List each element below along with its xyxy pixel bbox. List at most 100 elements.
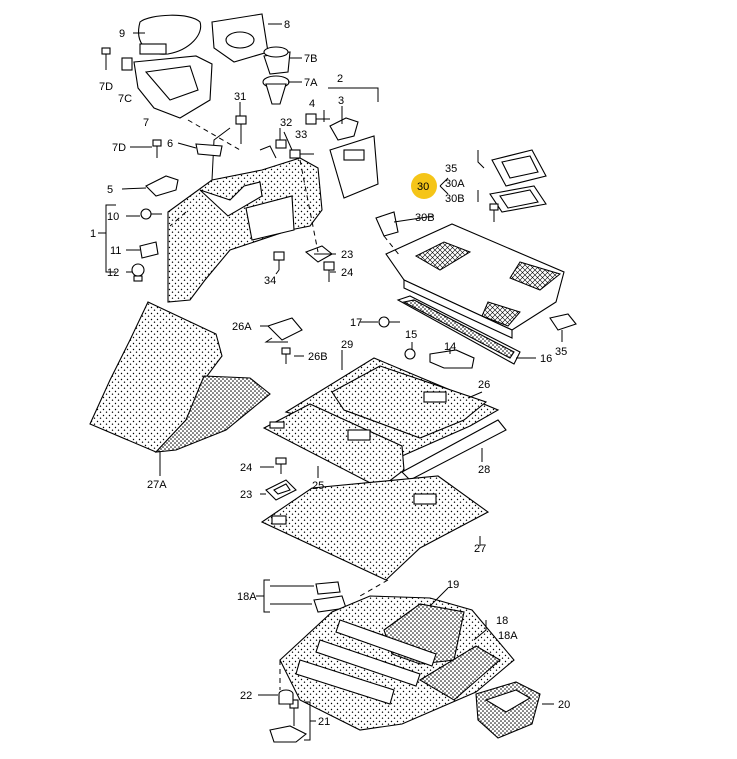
leader-lines-bottom <box>256 579 554 741</box>
label-18A-left: 18A <box>237 591 257 603</box>
label-32: 32 <box>280 117 292 129</box>
screw-10 <box>140 208 162 220</box>
storage-compartment-9 <box>133 14 213 119</box>
clip-7B <box>263 46 291 75</box>
leader-lines-upper-right <box>360 150 563 359</box>
floor-tray-18 <box>279 595 515 731</box>
label-26: 26 <box>478 379 490 391</box>
label-21: 21 <box>318 716 330 728</box>
label-30: 30 <box>417 181 429 193</box>
label-20: 20 <box>558 699 570 711</box>
label-7D-top: 7D <box>99 81 113 93</box>
light-housing-3 <box>329 117 379 199</box>
label-24-mid: 24 <box>240 462 252 474</box>
label-6: 6 <box>167 138 173 150</box>
label-28: 28 <box>478 464 490 476</box>
label-27A: 27A <box>147 479 167 491</box>
side-trim-panel <box>167 127 323 303</box>
label-29: 29 <box>341 339 353 351</box>
label-26B: 26B <box>308 351 328 363</box>
part-labels: 9 8 7B 7A 7D 7C 7 2 31 4 3 32 33 6 7D 5 … <box>90 19 570 728</box>
label-30A: 30A <box>445 178 465 190</box>
floor-mat-27 <box>260 475 490 581</box>
label-30B-right: 30B <box>445 193 465 205</box>
label-14: 14 <box>444 341 456 353</box>
label-7A: 7A <box>304 77 318 89</box>
sill-panel-16 <box>396 295 521 365</box>
clip-7C <box>121 57 133 71</box>
label-22: 22 <box>240 690 252 702</box>
label-16: 16 <box>540 353 552 365</box>
bracket-21 <box>269 699 308 743</box>
screw-31 <box>235 115 247 144</box>
screw-15 <box>404 348 416 360</box>
frame-30A <box>489 185 547 213</box>
label-27: 27 <box>474 543 486 555</box>
label-23-mid: 23 <box>240 489 252 501</box>
screw-7D-top <box>101 47 111 70</box>
screw-24-mid <box>275 457 287 474</box>
retainer-11 <box>139 241 159 259</box>
screw-33 <box>289 149 314 159</box>
bin-20 <box>475 681 541 739</box>
clip-35-lower <box>549 313 577 331</box>
bracket-6 <box>195 143 223 157</box>
screw-30B <box>489 203 499 222</box>
label-31: 31 <box>234 91 246 103</box>
label-11: 11 <box>110 245 121 257</box>
label-4: 4 <box>309 98 315 110</box>
label-7B: 7B <box>304 53 317 65</box>
screw-4 <box>305 113 330 125</box>
highlight-circle <box>411 173 437 199</box>
bracket-26A <box>264 317 303 343</box>
label-2: 2 <box>337 73 343 85</box>
screw-26B <box>281 347 291 364</box>
label-24-upper: 24 <box>341 267 353 279</box>
leader-lines-upper <box>98 23 379 275</box>
label-17: 17 <box>350 317 362 329</box>
clip-32 <box>275 139 287 149</box>
bracket-30B <box>375 211 399 237</box>
label-1: 1 <box>90 228 96 240</box>
floor-mat-28 <box>401 419 507 481</box>
label-33: 33 <box>295 129 307 141</box>
label-35-top: 35 <box>445 163 457 175</box>
floor-mat-25 <box>262 403 405 489</box>
label-7C: 7C <box>118 93 132 105</box>
label-25: 25 <box>312 480 324 492</box>
parcel-shelf <box>385 223 565 339</box>
bracket-14 <box>429 349 475 369</box>
label-23-upper: 23 <box>341 249 353 261</box>
nut-12 <box>131 263 145 282</box>
leader-lines-middle <box>159 325 483 546</box>
bracket-5 <box>145 175 179 197</box>
grommet-23 <box>265 479 297 501</box>
tunnel-carpet-27A <box>89 301 271 453</box>
cup-holder-8 <box>211 13 269 63</box>
label-26A: 26A <box>232 321 252 333</box>
label-3: 3 <box>338 95 344 107</box>
screw-34 <box>273 251 285 270</box>
label-30B-left: 30B <box>415 212 435 224</box>
washer-22 <box>278 689 294 705</box>
label-35-lower: 35 <box>555 346 567 358</box>
label-18A-right: 18A <box>498 630 518 642</box>
label-19: 19 <box>447 579 459 591</box>
label-7: 7 <box>143 117 149 129</box>
mat-18A-pieces <box>313 581 347 613</box>
label-8: 8 <box>284 19 290 31</box>
clip-7A <box>262 75 290 105</box>
floor-mat-26 <box>331 365 488 439</box>
label-7D-lower: 7D <box>112 142 126 154</box>
screw-17 <box>378 316 400 328</box>
label-5: 5 <box>107 184 113 196</box>
label-12: 12 <box>107 267 119 279</box>
label-15: 15 <box>405 329 417 341</box>
cover-35 <box>491 149 547 187</box>
screw-7D-lower <box>152 139 162 158</box>
label-9: 9 <box>119 28 125 40</box>
label-34: 34 <box>264 275 276 287</box>
screw-24-upper <box>323 261 335 282</box>
label-18: 18 <box>496 615 508 627</box>
